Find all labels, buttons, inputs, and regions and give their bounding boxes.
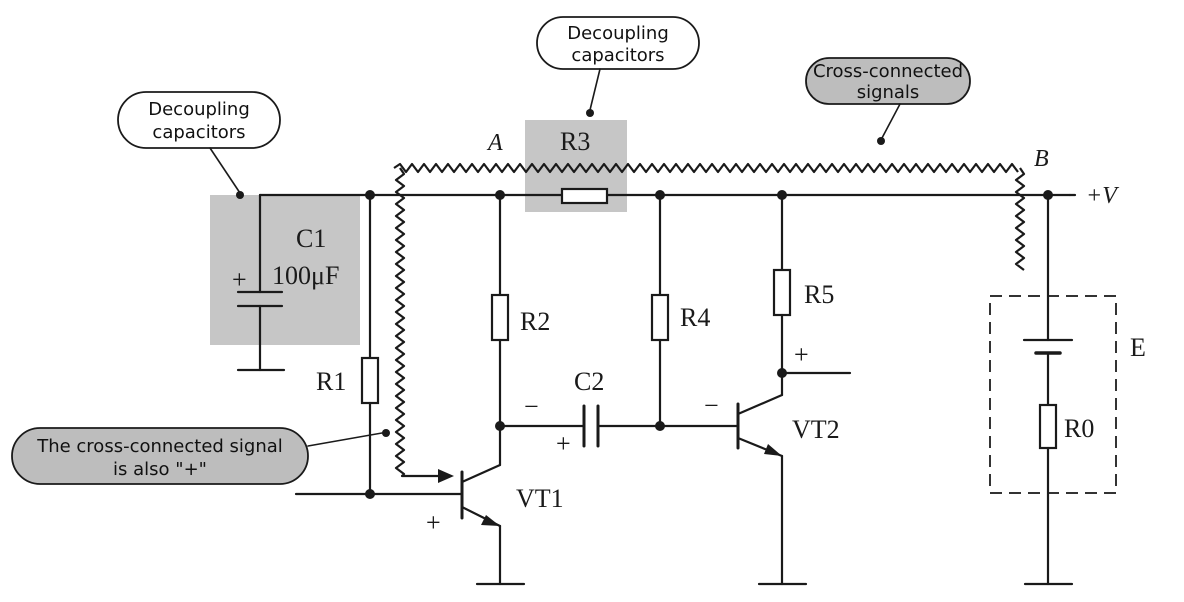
resistor-r5 (772, 193, 792, 375)
capacitor-c2 (582, 404, 600, 448)
callout-left-decoupling: Decoupling capacitors (117, 91, 281, 199)
capacitor-c1 (236, 193, 284, 372)
e-label: E (1130, 333, 1146, 362)
resistor-r4 (650, 193, 670, 428)
r2-label: R2 (520, 307, 550, 336)
r1-label: R1 (316, 367, 346, 396)
svg-text:The cross-connected signal: The cross-connected signal (36, 436, 283, 457)
cross-signal-arrow-head (438, 469, 454, 483)
c1-highlight (210, 195, 360, 345)
vt1-plus-label: + (426, 508, 441, 537)
callout-cross-connected: Cross-connected signals (805, 57, 971, 145)
node-b-label: B (1034, 146, 1049, 172)
node-a-label: A (486, 130, 503, 156)
resistor-r2 (490, 193, 510, 428)
callout-cross-plus: The cross-connected signal is also "+" (11, 427, 390, 485)
vt2-minus-label: − (704, 391, 719, 420)
transistor-vt2 (736, 371, 784, 586)
svg-text:Decoupling: Decoupling (567, 23, 669, 44)
svg-text:capacitors: capacitors (571, 45, 664, 66)
r4-label: R4 (680, 303, 710, 332)
callout-top-decoupling: Decoupling capacitors (536, 16, 700, 117)
cross-signal-left-path (394, 167, 406, 477)
r0-label: R0 (1064, 414, 1094, 443)
svg-text:Cross-connected: Cross-connected (813, 61, 963, 82)
c1-plus-label: + (232, 265, 247, 294)
c2-label: C2 (574, 367, 604, 396)
c1-name-label: C1 (296, 224, 326, 253)
resistor-r1 (360, 193, 380, 496)
c1-value-label: 100μF (272, 261, 339, 290)
junction-dots (365, 190, 1053, 499)
supply-label: +V (1086, 183, 1119, 209)
svg-text:capacitors: capacitors (152, 122, 245, 143)
vt2-label: VT2 (792, 415, 840, 444)
battery-e (1022, 193, 1074, 407)
transistor-vt1 (460, 424, 502, 586)
r5-plus-label: + (794, 340, 809, 369)
r5-label: R5 (804, 280, 834, 309)
c2-minus-label: − (524, 392, 539, 421)
cross-signal-top-path (393, 162, 1019, 174)
power-supply-box (989, 295, 1117, 494)
vt1-label: VT1 (516, 484, 564, 513)
svg-text:is also "+": is also "+" (113, 459, 207, 480)
cross-signal-right-path (1014, 167, 1026, 271)
resistor-r3 (560, 187, 609, 205)
resistor-r0 (1038, 403, 1058, 586)
r3-label: R3 (560, 127, 590, 156)
c2-plus-label: + (556, 429, 571, 458)
svg-text:Decoupling: Decoupling (148, 99, 250, 120)
svg-text:signals: signals (857, 82, 920, 103)
